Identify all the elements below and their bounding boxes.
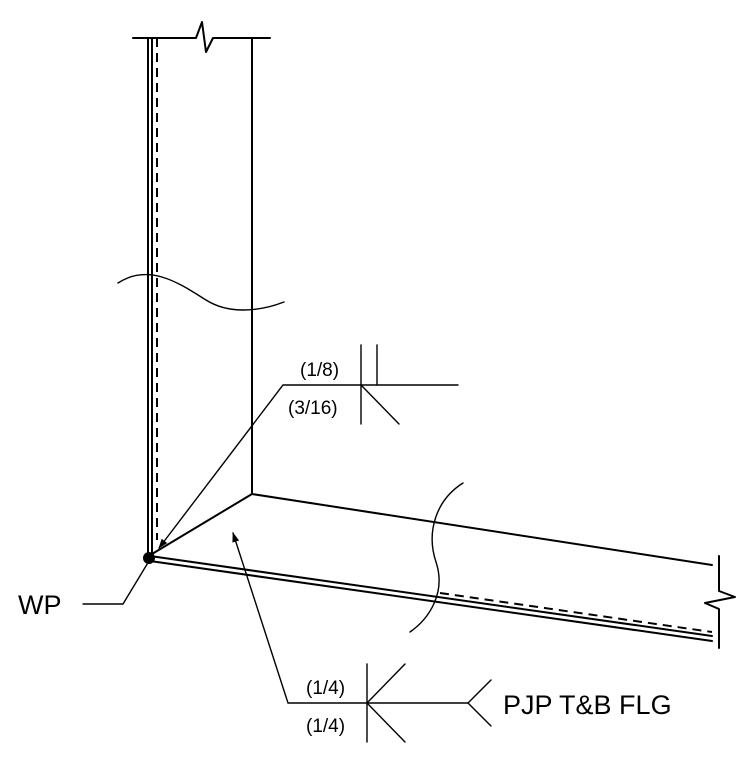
lower-weld-other-side-size: (1/4)	[306, 716, 345, 737]
horizontal-back-edge	[251, 493, 713, 566]
horizontal-member	[149, 482, 736, 649]
horizontal-front-edge	[149, 555, 713, 637]
work-point-label: WP	[18, 590, 62, 620]
horizontal-break-curve	[409, 482, 464, 633]
top-break-line	[132, 21, 271, 53]
horizontal-flange-line	[149, 560, 713, 642]
lower-weld-symbol: (1/4) (1/4) PJP T&B FLG	[232, 532, 672, 743]
lower-weld-symbol-above-diagonal	[366, 663, 406, 704]
horizontal-hidden-line	[439, 592, 713, 633]
vertical-member	[117, 21, 285, 557]
upper-weld-fillet-below-diagonal	[360, 384, 400, 425]
lower-weld-leader	[232, 532, 469, 704]
work-point: WP	[18, 552, 155, 620]
upper-weld-leader	[158, 384, 459, 549]
work-point-dot	[143, 552, 155, 564]
vertical-break-curve	[117, 273, 285, 311]
corner-diagonal	[151, 493, 253, 555]
upper-weld-symbol: (1/8) (3/16)	[158, 344, 459, 549]
right-break-line	[704, 555, 736, 649]
lower-weld-tail-note: PJP T&B FLG	[503, 690, 672, 720]
work-point-leader	[82, 560, 150, 605]
upper-weld-arrow-side-size: (1/8)	[300, 360, 339, 381]
lower-weld-tail	[467, 679, 492, 727]
lower-weld-arrow-side-size: (1/4)	[306, 678, 345, 699]
upper-weld-other-side-size: (3/16)	[288, 398, 338, 419]
lower-weld-symbol-below-diagonal	[366, 702, 406, 743]
